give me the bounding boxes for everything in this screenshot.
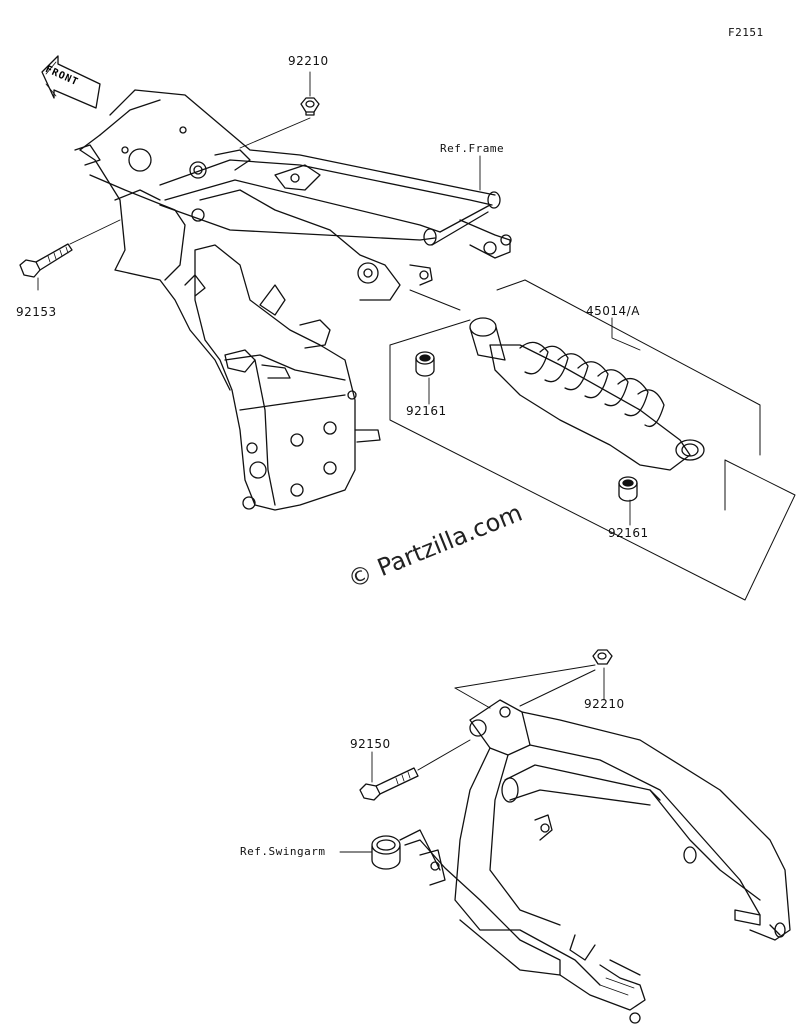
shock-absorber-drawing: [469, 317, 705, 471]
leader-lines: [37, 71, 641, 853]
nut-92210-lower: [592, 649, 613, 665]
label-ref-frame: Ref.Frame: [440, 142, 505, 155]
front-arrow-icon: [41, 55, 101, 109]
label-92150: 92150: [350, 737, 391, 751]
label-ref-swingarm: Ref.Swingarm: [240, 845, 326, 858]
nut-92210-top: [300, 97, 320, 116]
swingarm-group-frame: [417, 664, 596, 771]
collar-92161-lower: [618, 476, 638, 502]
label-92161-upper: 92161: [406, 404, 447, 418]
label-92153: 92153: [16, 305, 57, 319]
frame-drawing: [74, 89, 512, 511]
shock-group-frame: [389, 279, 796, 601]
bolt-92150: [359, 767, 419, 801]
collar-92161-upper: [415, 351, 435, 377]
bolt-92153: [19, 243, 73, 278]
label-92161-lower: 92161: [608, 526, 649, 540]
figure-code: F2151: [728, 26, 764, 39]
label-92210-lower: 92210: [584, 697, 625, 711]
label-45014a: 45014/A: [586, 304, 640, 318]
label-92210-top: 92210: [288, 54, 329, 68]
swingarm-drawing: [371, 699, 791, 1024]
